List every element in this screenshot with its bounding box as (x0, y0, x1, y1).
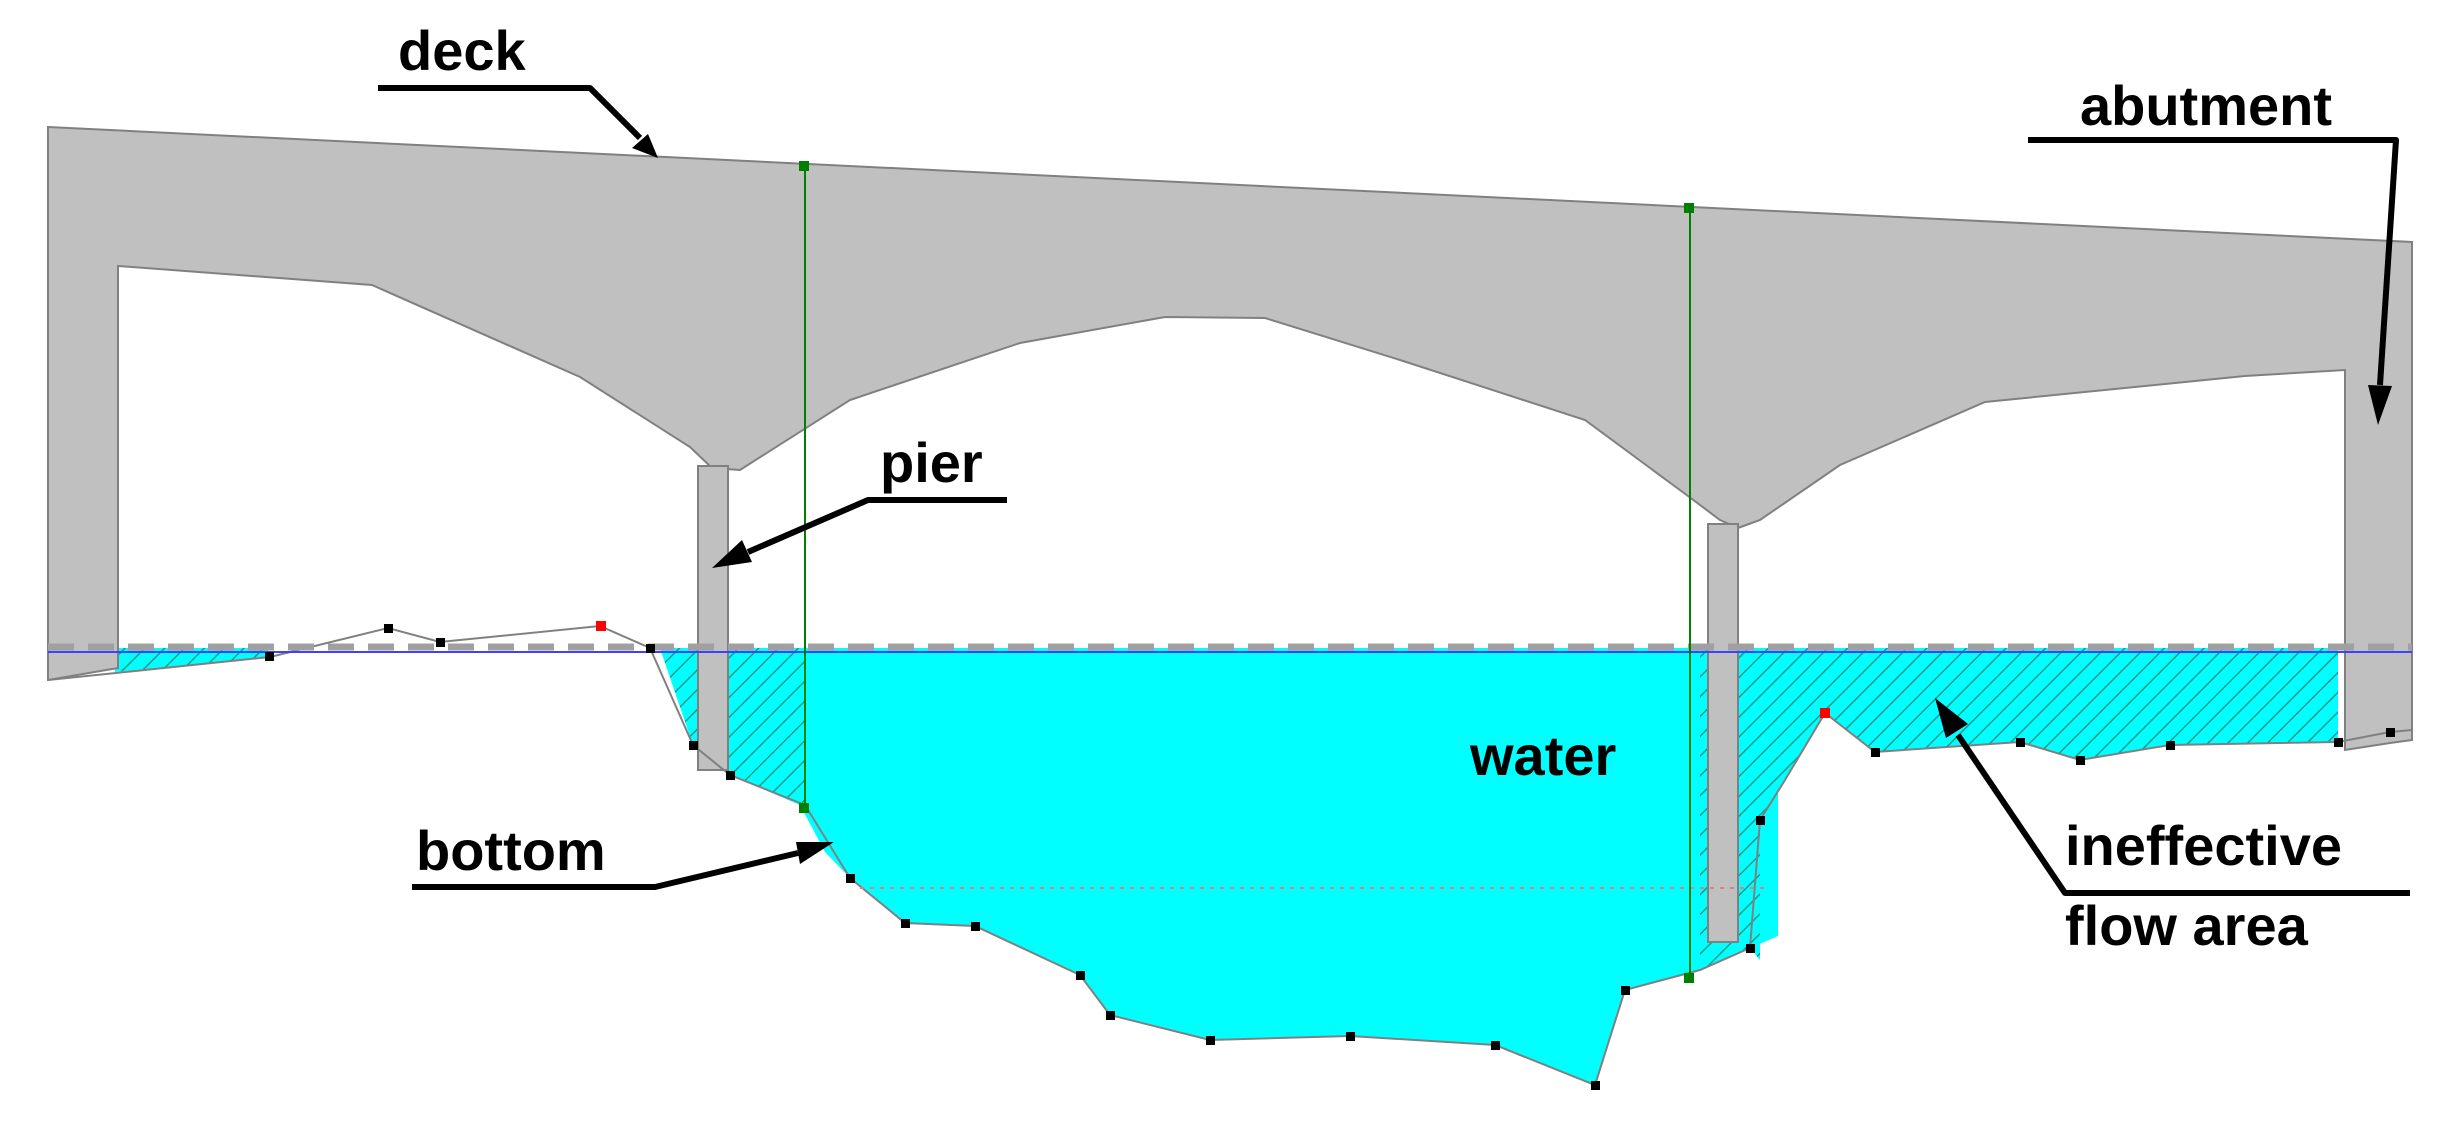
ground-point (1106, 1011, 1115, 1020)
abutment-arrowhead (2368, 385, 2392, 425)
ground-point (2166, 741, 2175, 750)
ground-point (436, 638, 445, 647)
ground-point (901, 919, 910, 928)
bank-station-point-right (1820, 708, 1830, 718)
ground-point (846, 874, 855, 883)
ineffective-arrowhead (1935, 698, 1968, 738)
green-marker-point (1684, 203, 1694, 213)
ineffective-flow-area-overbank (115, 648, 270, 672)
ineffective-flow-area-left (660, 648, 805, 805)
abutment-leader-line (2028, 137, 2399, 386)
pier-right (1707, 523, 1739, 943)
water-area (660, 648, 1778, 1085)
ground-point (2076, 756, 2085, 765)
ground-point (1346, 1032, 1355, 1041)
ground-survey-points (265, 624, 2395, 1090)
green-marker-point (799, 161, 809, 171)
ground-point (2334, 738, 2343, 747)
bridge-deck (47, 125, 2413, 752)
ground-point (1591, 1081, 1600, 1090)
ground-point (2016, 738, 2025, 747)
pier-left (697, 465, 729, 771)
ineffective-leader-line (1955, 733, 2410, 896)
ground-point (1756, 816, 1765, 825)
ground-point (384, 624, 393, 633)
pier-arrowhead (712, 540, 752, 568)
ground-point (1871, 748, 1880, 757)
pier-label: pier (880, 431, 983, 494)
ground-point (726, 771, 735, 780)
ineffective-flow-area-right (1700, 648, 2338, 970)
abutment-label: abutment (2080, 74, 2332, 137)
bottom-label: bottom (416, 819, 606, 882)
ground-point (1076, 971, 1085, 980)
water-label: water (1469, 724, 1616, 787)
deck-leader-line (378, 85, 643, 141)
pier-leader-line (746, 497, 1007, 555)
ground-point (1491, 1041, 1500, 1050)
bottom-leader-line (412, 850, 799, 890)
ground-point (265, 652, 274, 661)
ineffective-label-line1: ineffective (2065, 814, 2342, 877)
ineffective-label-line2: flow area (2065, 894, 2309, 957)
ground-point (1621, 986, 1630, 995)
deck-label: deck (398, 19, 526, 82)
green-marker-point (799, 803, 809, 813)
ground-point (2386, 728, 2395, 737)
bank-station-point-left (596, 621, 606, 631)
green-marker-point (1684, 973, 1694, 983)
bottom-arrowhead (796, 842, 834, 864)
ground-point (646, 644, 655, 653)
ground-point (1746, 944, 1755, 953)
deck-arrowhead (632, 134, 658, 158)
ground-point (1206, 1036, 1215, 1045)
ground-point (689, 741, 698, 750)
ground-point (971, 922, 980, 931)
